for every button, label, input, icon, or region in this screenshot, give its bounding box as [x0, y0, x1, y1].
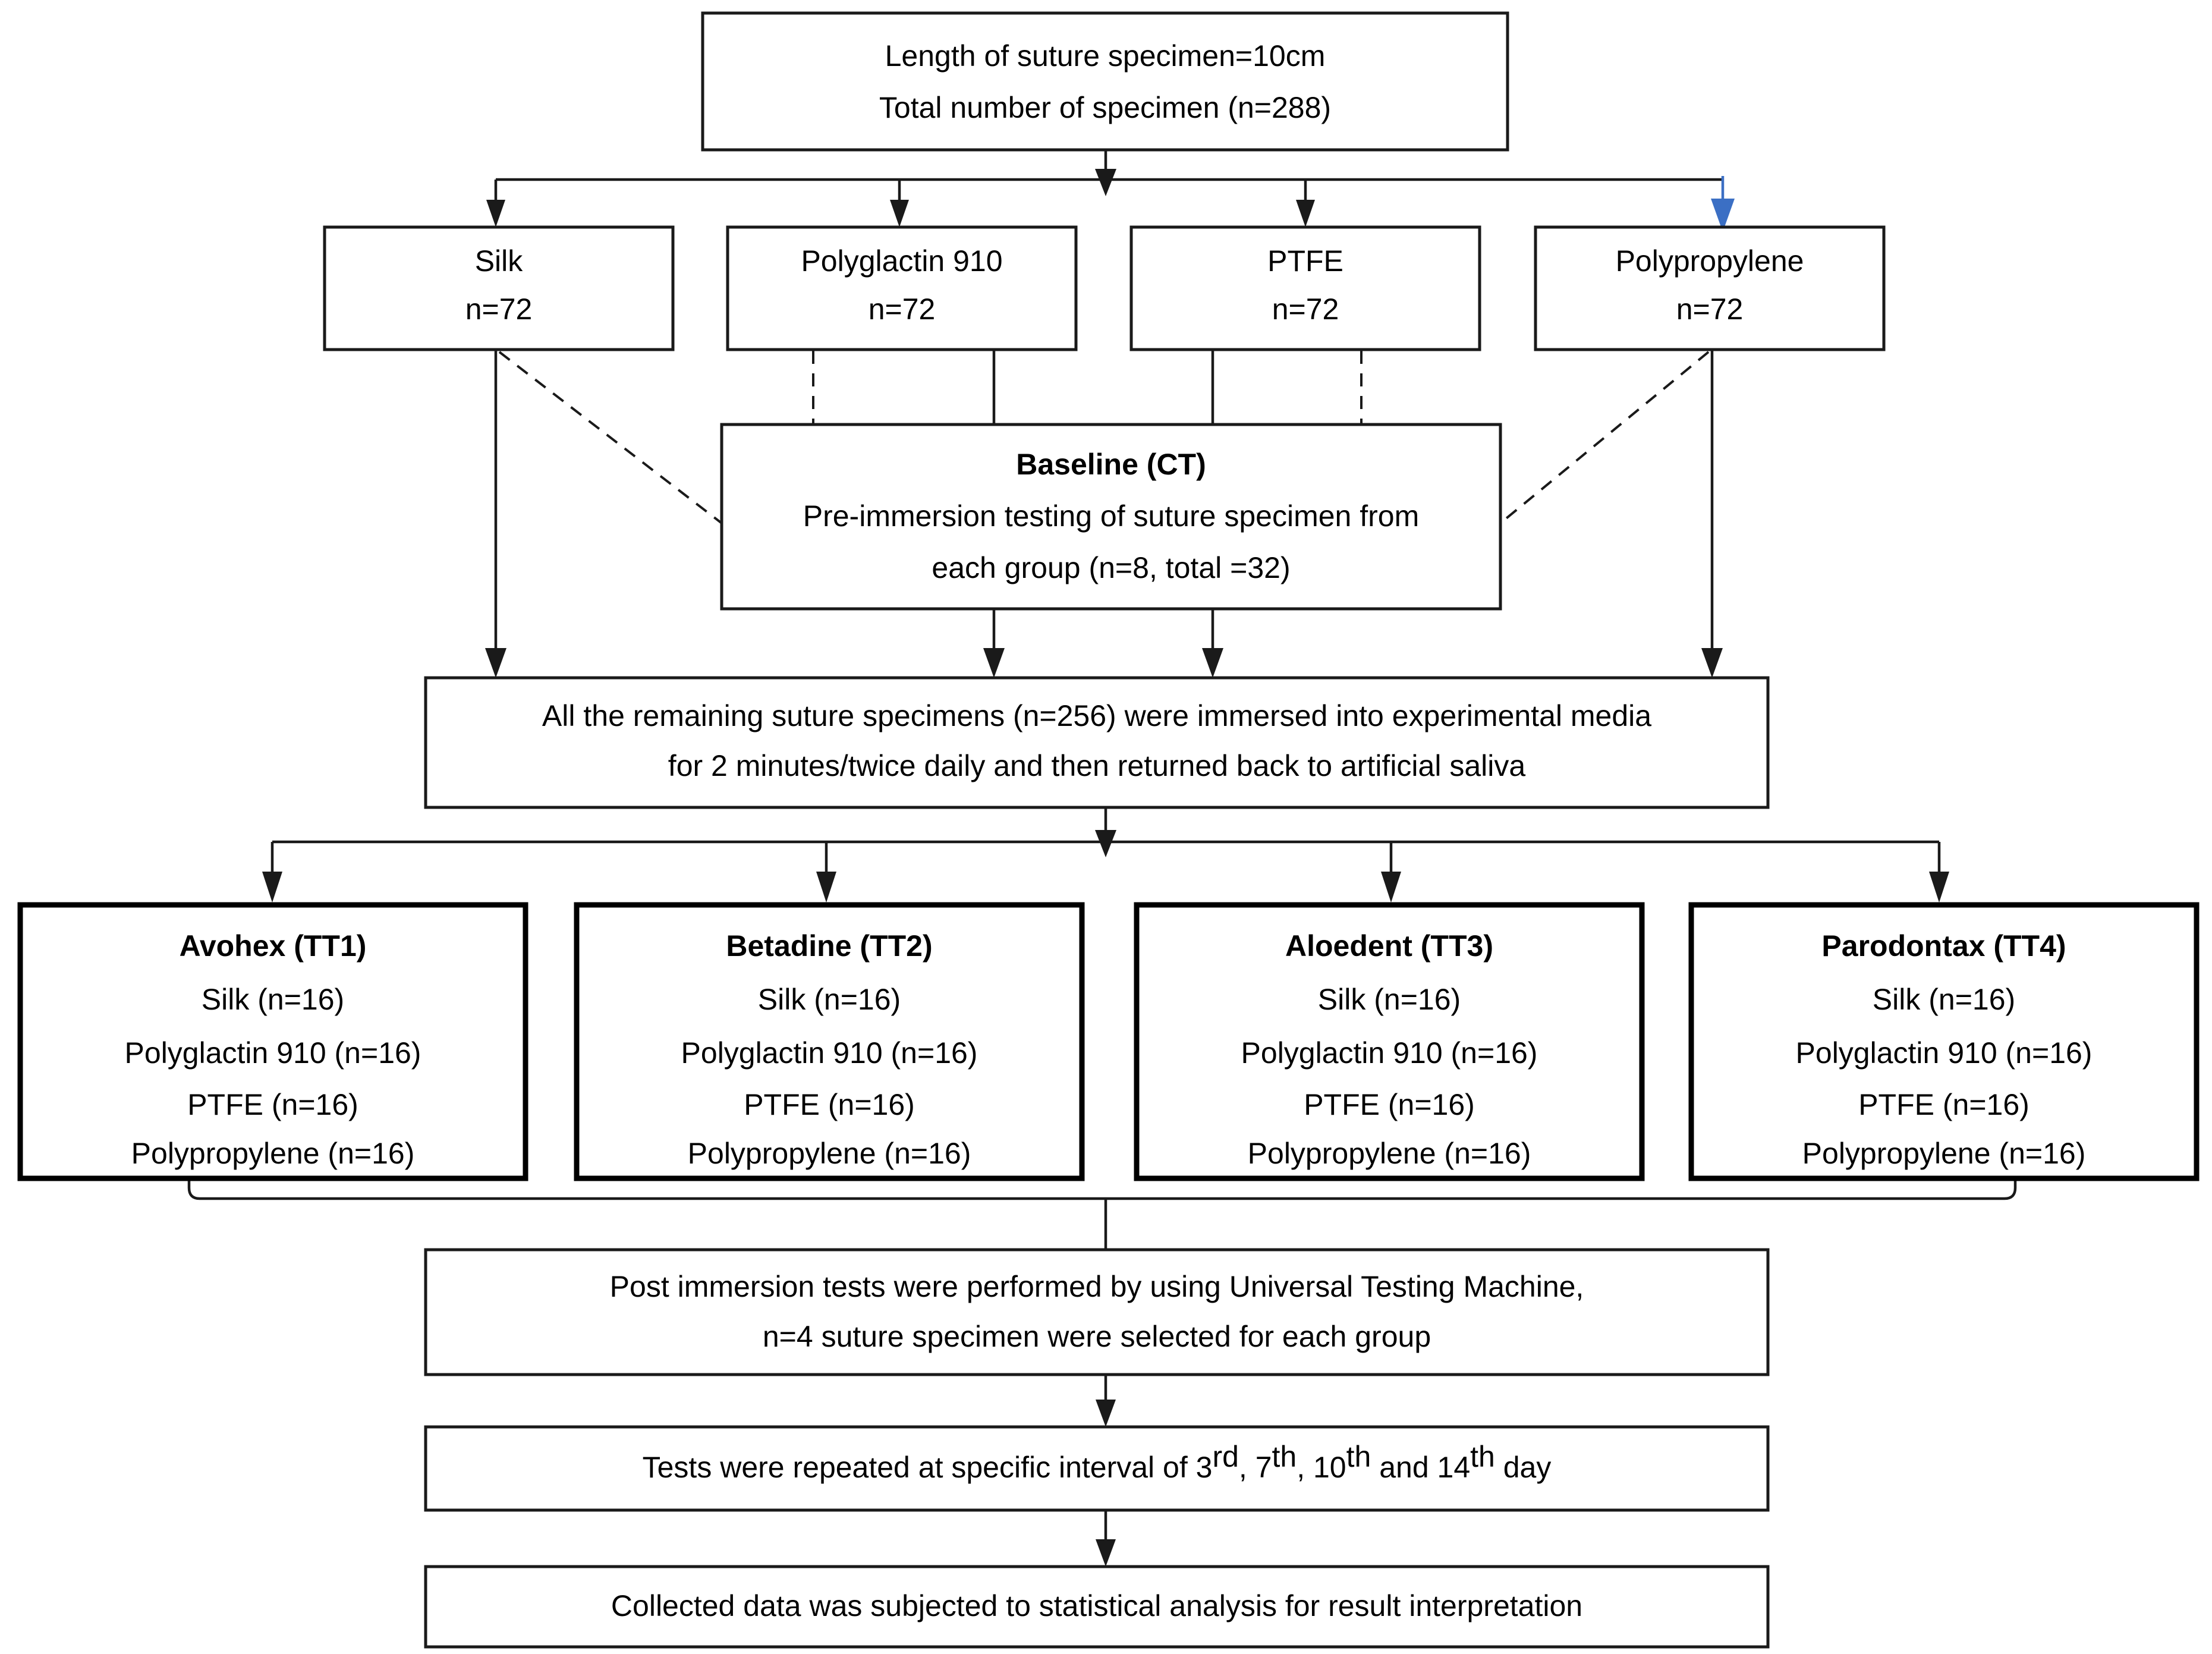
connector-intervals-to-conclusion — [1096, 1510, 1116, 1567]
treatment-item-tt3-ptfe: PTFE (n=16) — [1304, 1088, 1475, 1121]
suture-name-polypropylene: Polypropylene — [1616, 244, 1804, 278]
specimen-length-text: Length of suture specimen=10cm — [885, 39, 1326, 73]
box-suture-silk: Silk n=72 — [323, 225, 675, 351]
connector-bar-to-tt4 — [1929, 842, 1949, 903]
intervals-sup3: th — [1346, 1440, 1371, 1473]
connector-silk-to-immersion — [485, 350, 506, 678]
immersion-line1: All the remaining suture specimens (n=25… — [542, 699, 1651, 732]
post-immersion-line2: n=4 suture specimen were selected for ea… — [763, 1320, 1431, 1353]
treatment-title-tt2: Betadine (TT2) — [726, 929, 932, 963]
intervals-prefix: Tests were repeated at specific interval… — [643, 1451, 1213, 1484]
box-baseline: Baseline (CT) Pre-immersion testing of s… — [720, 423, 1502, 611]
baseline-line2: each group (n=8, total =32) — [932, 551, 1290, 584]
treatment-item-tt1-polypropylene: Polypropylene (n=16) — [131, 1137, 415, 1170]
treatment-title-tt1: Avohex (TT1) — [180, 929, 367, 963]
intervals-suffix: day — [1495, 1451, 1552, 1484]
box-suture-ptfe: PTFE n=72 — [1129, 225, 1481, 351]
connector-top-to-bar — [496, 150, 1723, 196]
box-treatment-tt4: Parodontax (TT4) Silk (n=16) Polyglactin… — [1688, 902, 2200, 1181]
connector-polypropylene-to-immersion — [1701, 350, 1723, 678]
suture-count-polypropylene: n=72 — [1676, 293, 1744, 326]
intervals-sup4: th — [1470, 1440, 1495, 1473]
box-suture-polypropylene: Polypropylene n=72 — [1534, 225, 1886, 351]
box-conclusion: Collected data was subjected to statisti… — [424, 1565, 1770, 1649]
specimen-total-text: Total number of specimen (n=288) — [879, 91, 1331, 124]
connector-bar-to-polypropylene-highlighted — [1711, 176, 1735, 232]
connector-immersion-to-bar — [272, 807, 1939, 857]
box-test-intervals: Tests were repeated at specific interval… — [424, 1425, 1770, 1512]
treatment-item-tt3-polyglactin: Polyglactin 910 (n=16) — [1241, 1036, 1538, 1070]
intervals-text: Tests were repeated at specific interval… — [643, 1440, 1552, 1484]
box-immersion: All the remaining suture specimens (n=25… — [424, 676, 1770, 809]
treatment-item-tt1-silk: Silk (n=16) — [202, 983, 344, 1016]
suture-count-polyglactin: n=72 — [869, 293, 936, 326]
treatment-title-tt3: Aloedent (TT3) — [1285, 929, 1493, 963]
connector-bar-to-ptfe — [1296, 180, 1315, 227]
treatment-item-tt2-polypropylene: Polypropylene (n=16) — [688, 1137, 971, 1170]
connector-polypropylene-to-baseline-dashed — [1499, 351, 1710, 524]
connector-treatments-merge — [187, 1177, 2017, 1250]
treatment-item-tt1-ptfe: PTFE (n=16) — [187, 1088, 358, 1121]
suture-name-ptfe: PTFE — [1267, 244, 1343, 278]
box-treatment-tt2: Betadine (TT2) Silk (n=16) Polyglactin 9… — [574, 902, 1085, 1181]
intervals-sup1: rd — [1212, 1440, 1238, 1473]
connector-silk-to-baseline-dashed — [498, 351, 723, 524]
immersion-line2: for 2 minutes/twice daily and then retur… — [668, 749, 1526, 782]
treatment-item-tt4-polyglactin: Polyglactin 910 (n=16) — [1796, 1036, 2093, 1070]
treatment-item-tt4-ptfe: PTFE (n=16) — [1858, 1088, 2029, 1121]
conclusion-line1: Collected data was subjected to statisti… — [611, 1589, 1582, 1622]
connector-bar-to-polyglactin — [890, 180, 909, 227]
box-suture-polyglactin: Polyglactin 910 n=72 — [726, 225, 1078, 351]
baseline-title: Baseline (CT) — [1016, 448, 1206, 481]
intervals-mid2: , 10 — [1297, 1451, 1346, 1484]
connector-bar-to-tt3 — [1381, 842, 1401, 903]
treatment-item-tt2-polyglactin: Polyglactin 910 (n=16) — [681, 1036, 978, 1070]
intervals-mid1: , 7 — [1239, 1451, 1272, 1484]
box-post-immersion: Post immersion tests were performed by u… — [424, 1248, 1770, 1376]
intervals-sup2: th — [1272, 1440, 1297, 1473]
suture-name-polyglactin: Polyglactin 910 — [801, 244, 1002, 278]
treatment-title-tt4: Parodontax (TT4) — [1821, 929, 2066, 963]
connector-bar-to-tt1 — [262, 842, 282, 903]
treatment-item-tt2-ptfe: PTFE (n=16) — [744, 1088, 915, 1121]
suture-name-silk: Silk — [475, 244, 524, 278]
suture-count-silk: n=72 — [465, 293, 533, 326]
connector-bar-to-silk — [486, 180, 505, 227]
post-immersion-line1: Post immersion tests were performed by u… — [610, 1270, 1584, 1303]
treatment-item-tt4-silk: Silk (n=16) — [1873, 983, 2015, 1016]
treatment-item-tt2-silk: Silk (n=16) — [758, 983, 901, 1016]
connector-bar-to-tt2 — [816, 842, 836, 903]
baseline-line1: Pre-immersion testing of suture specimen… — [803, 499, 1419, 533]
connector-postimmersion-to-intervals — [1096, 1370, 1116, 1427]
treatment-item-tt3-silk: Silk (n=16) — [1318, 983, 1461, 1016]
box-treatment-tt3: Aloedent (TT3) Silk (n=16) Polyglactin 9… — [1134, 902, 1645, 1181]
treatment-item-tt1-polyglactin: Polyglactin 910 (n=16) — [125, 1036, 421, 1070]
treatment-item-tt3-polypropylene: Polypropylene (n=16) — [1248, 1137, 1531, 1170]
treatment-item-tt4-polypropylene: Polypropylene (n=16) — [1802, 1137, 2086, 1170]
suture-count-ptfe: n=72 — [1272, 293, 1339, 326]
intervals-mid3: and 14 — [1371, 1451, 1470, 1484]
box-treatment-tt1: Avohex (TT1) Silk (n=16) Polyglactin 910… — [17, 902, 528, 1181]
box-specimen-summary: Length of suture specimen=10cm Total num… — [701, 11, 1509, 152]
